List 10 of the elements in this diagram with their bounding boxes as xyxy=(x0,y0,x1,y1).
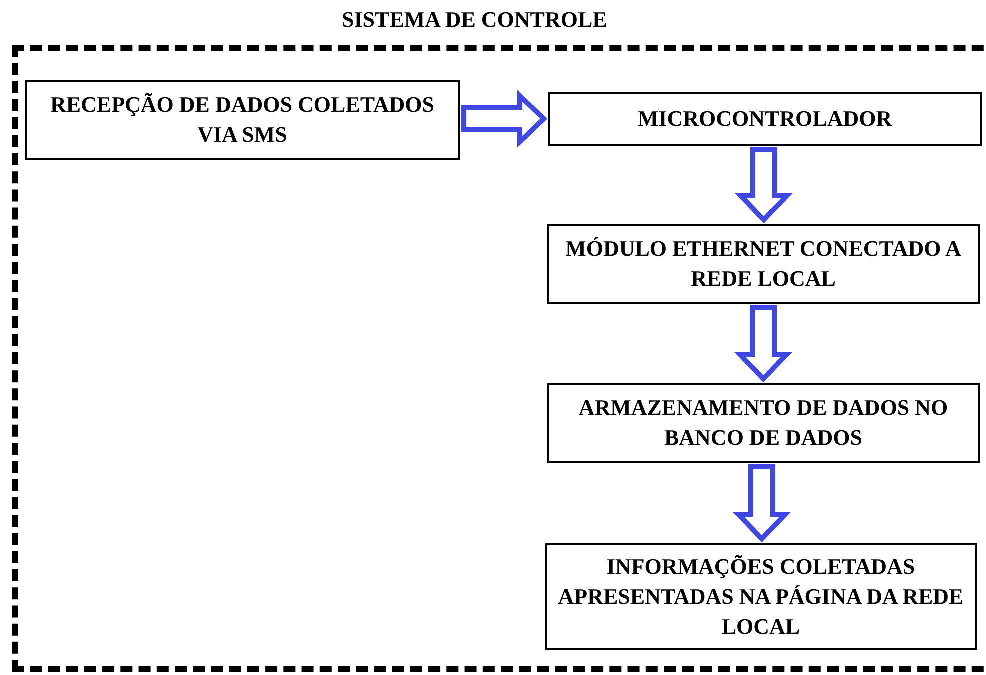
process-box: RECEPÇÃO DE DADOS COLETADOS VIA SMS xyxy=(25,80,460,160)
block-arrow xyxy=(734,306,792,383)
process-box: MÓDULO ETHERNET CONECTADO A REDE LOCAL xyxy=(547,224,980,304)
block-arrow xyxy=(462,90,548,148)
process-box: MICROCONTROLADOR xyxy=(548,92,982,146)
block-arrow xyxy=(735,148,793,224)
frame-title: SISTEMA DE CONTROLE xyxy=(342,6,608,34)
process-box: ARMAZENAMENTO DE DADOS NO BANCO DE DADOS xyxy=(547,383,980,463)
process-box: INFORMAÇÕES COLETADAS APRESENTADAS NA PÁGINA DA REDE LOCAL xyxy=(545,543,977,650)
block-arrow xyxy=(733,464,791,543)
